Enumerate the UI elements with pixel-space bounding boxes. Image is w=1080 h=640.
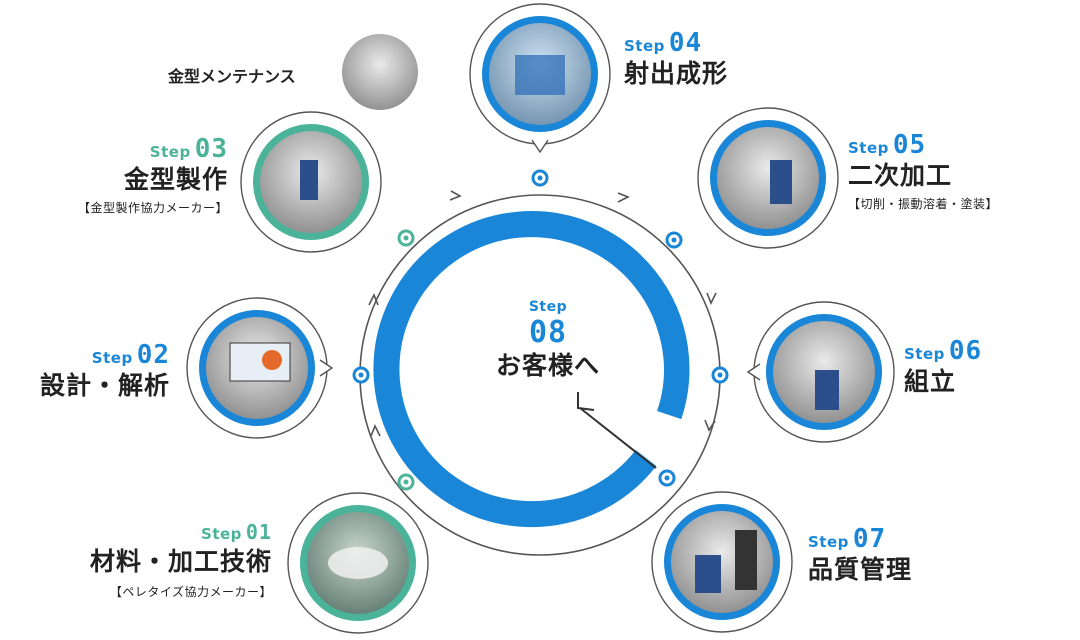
step-01-word: Step — [201, 525, 242, 543]
orbit-nodes — [352, 169, 729, 491]
center-step-word: Step — [528, 299, 568, 315]
step-02-num: 02 — [136, 340, 170, 370]
step-01-title: 材料・加工技術 — [89, 547, 272, 576]
orbit-arrow — [706, 292, 717, 305]
step-03-node — [240, 111, 382, 253]
return-arrow-head — [577, 392, 595, 411]
step-05-photo — [717, 127, 819, 229]
step-01-node — [287, 492, 429, 634]
step-07-num: 07 — [852, 524, 887, 554]
step-02-word: Step — [91, 349, 133, 367]
step-01-num: 01 — [245, 520, 272, 544]
step-03-sub: 【金型製作協力メーカー】 — [77, 200, 228, 215]
orbit-arrow — [704, 419, 716, 432]
center-progress-ring — [373, 211, 690, 528]
step-02-title: 設計・解析 — [39, 371, 170, 400]
orbit-arrow — [449, 190, 462, 201]
orbit-arrow — [368, 293, 379, 306]
step-03-num: 03 — [194, 134, 228, 164]
step-05-word: Step — [848, 139, 889, 157]
step-05-num: 05 — [892, 130, 927, 160]
step-07-node — [651, 491, 793, 633]
maintenance-node — [342, 34, 418, 110]
step-05-sub: 【切削・振動溶着・塗装】 — [848, 196, 999, 211]
step-05-title: 二次加工 — [848, 161, 953, 190]
step-03-title: 金型製作 — [123, 165, 228, 194]
center-label: Step 08 お客様へ — [478, 300, 618, 381]
step-04-title: 射出成形 — [624, 59, 729, 88]
step-07-title: 品質管理 — [808, 555, 913, 584]
step-06-title: 組立 — [904, 367, 957, 396]
center-step-num: 08 — [528, 315, 568, 350]
orbit-arrow — [370, 424, 381, 437]
step-04-node — [469, 3, 611, 154]
maintenance-photo — [342, 34, 418, 110]
step-06-num: 06 — [948, 336, 983, 366]
step-02-node — [186, 297, 334, 439]
step-03-word: Step — [149, 143, 191, 161]
step-06-word: Step — [904, 345, 945, 363]
step-05-node — [697, 107, 839, 249]
step-04-num: 04 — [668, 28, 703, 58]
step-04-word: Step — [624, 37, 665, 55]
orbit-arrow — [617, 192, 630, 203]
center-disc — [416, 246, 664, 494]
step-07-word: Step — [808, 533, 849, 551]
center-title: お客様へ — [495, 351, 600, 380]
step-06-node — [746, 301, 895, 443]
step-07-photo — [671, 511, 773, 613]
maintenance-label: 金型メンテナンス — [168, 67, 296, 86]
step-01-sub: 【ペレタイズ協力メーカー】 — [109, 584, 272, 599]
return-arrow-line — [579, 407, 657, 469]
